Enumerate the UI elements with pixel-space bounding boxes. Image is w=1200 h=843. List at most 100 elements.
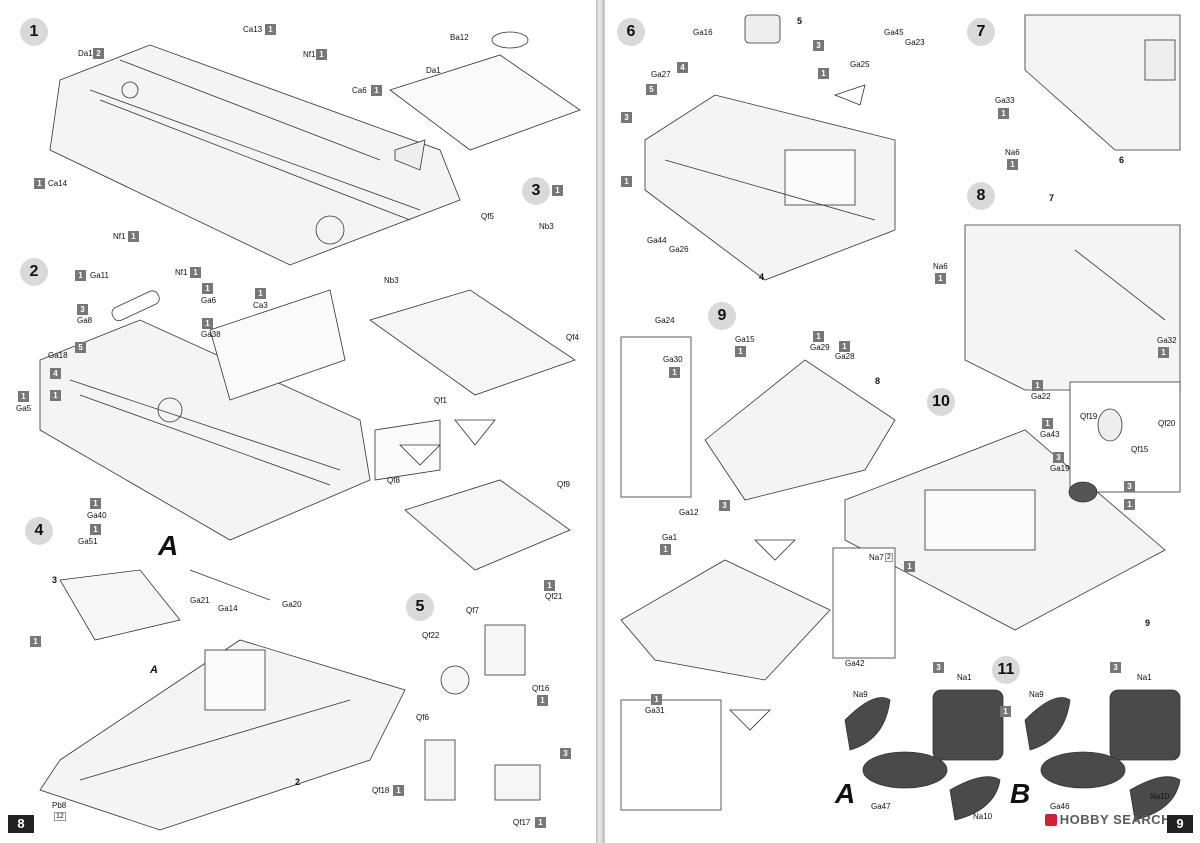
label-na9-b: Na9 xyxy=(1029,690,1044,699)
label-qf21: Qf21 xyxy=(545,592,563,601)
sprue-step11-mid: 1 xyxy=(1000,706,1011,717)
sprue-ga28: 1 xyxy=(839,341,850,352)
label-qf15: Qf15 xyxy=(1131,445,1149,454)
sprue-nf1-b: 1 xyxy=(128,231,139,242)
label-ga47: Ga47 xyxy=(871,802,891,811)
label-ca14: Ca14 xyxy=(48,179,68,188)
label-na7-sub: 2 xyxy=(885,553,893,562)
label-na6-a: Na6 xyxy=(1005,148,1020,157)
left-page-illustrations xyxy=(39,31,581,831)
label-qf4: Qf4 xyxy=(566,333,579,342)
sprue-step2-a: 4 xyxy=(50,368,61,379)
label-ga14: Ga14 xyxy=(218,604,238,613)
label-na9-a: Na9 xyxy=(853,690,868,699)
label-pb8-sub: 12 xyxy=(54,812,66,821)
sprue-ga33: 1 xyxy=(998,108,1009,119)
sprue-ga40: 1 xyxy=(90,498,101,509)
sprue-step6-e: 1 xyxy=(621,176,632,187)
label-na6-b: Na6 xyxy=(933,262,948,271)
sprue-ga11: 1 xyxy=(75,270,86,281)
seat-hinge-step5-drawing xyxy=(399,444,541,801)
label-ga31: Ga31 xyxy=(645,706,665,715)
seat-variant-a: A xyxy=(835,778,856,809)
label-da1-top: Da1 xyxy=(426,66,441,75)
label-na7: Na7 xyxy=(869,553,884,562)
label-ga25: Ga25 xyxy=(850,60,870,69)
page-number-left: 8 xyxy=(8,815,34,833)
sprue-ga51: 1 xyxy=(90,524,101,535)
label-ga51: Ga51 xyxy=(78,537,98,546)
hull-step4-drawing xyxy=(39,569,406,831)
sprue-ga6: 1 xyxy=(202,283,213,294)
detail-step8-drawing xyxy=(964,224,1181,391)
callout-5: 5 xyxy=(797,16,803,26)
detail-letter-a-small: A xyxy=(150,664,158,676)
label-ga46: Ga46 xyxy=(1050,802,1070,811)
sprue-ga32: 1 xyxy=(1158,347,1169,358)
step-number-2: 2 xyxy=(20,258,48,286)
label-ga1: Ga1 xyxy=(662,533,678,542)
label-na10-b: Na10 xyxy=(1150,792,1170,801)
callout-4: 4 xyxy=(759,272,765,282)
sprue-da1: 2 xyxy=(93,48,104,59)
sprue-step4-part: 1 xyxy=(30,636,41,647)
sprue-nf1-c: 1 xyxy=(190,267,201,278)
callout-7: 7 xyxy=(1049,193,1055,203)
instruction-page-right: 6 7 8 9 10 11 A B Ga16 4 Ga27 5 3 1 3 1 … xyxy=(604,0,1200,843)
sprue-ga19: 3 xyxy=(1053,452,1064,463)
sprue-ga12: 3 xyxy=(719,500,730,511)
callout-9: 9 xyxy=(1145,618,1151,628)
label-ga38: Ga38 xyxy=(201,330,221,339)
label-ga28: Ga28 xyxy=(835,352,855,361)
sprue-ga29: 1 xyxy=(813,331,824,342)
sprue-step5-part: 3 xyxy=(560,748,571,759)
sprue-ca13: 1 xyxy=(265,24,276,35)
label-nb3-b: Nb3 xyxy=(539,222,554,231)
callout-8: 8 xyxy=(875,376,881,386)
label-qf6: Qf6 xyxy=(416,713,429,722)
step-number-5: 5 xyxy=(406,593,434,621)
sprue-ga43: 1 xyxy=(1042,418,1053,429)
sprue-ca6: 1 xyxy=(371,85,382,96)
label-pb8: Pb8 xyxy=(52,801,67,810)
label-ga19: Ga19 xyxy=(1050,464,1070,473)
label-ga11: Ga11 xyxy=(90,271,109,280)
sprue-qf21: 1 xyxy=(544,580,555,591)
label-qf17: Qf17 xyxy=(513,818,531,827)
label-qf5: Qf5 xyxy=(481,212,494,221)
label-ga20: Ga20 xyxy=(282,600,302,609)
label-ba12: Ba12 xyxy=(450,33,469,42)
sprue-ga8: 3 xyxy=(77,304,88,315)
label-nf1-c: Nf1 xyxy=(175,268,188,277)
sprue-na1-b: 3 xyxy=(1110,662,1121,673)
sprue-ga1: 1 xyxy=(660,544,671,555)
label-ca13: Ca13 xyxy=(243,25,263,34)
detail-step7-drawing xyxy=(1024,14,1181,151)
label-qf7: Qf7 xyxy=(466,606,479,615)
step-number-7: 7 xyxy=(967,18,995,46)
label-nb3-a: Nb3 xyxy=(384,276,399,285)
hobby-search-logo-icon xyxy=(1044,814,1057,826)
sprue-qf18: 1 xyxy=(393,785,404,796)
sprue-ga22: 1 xyxy=(1032,380,1043,391)
sprue-nf1-a: 1 xyxy=(316,49,327,60)
step-number-6: 6 xyxy=(617,18,645,46)
sprue-ga31: 1 xyxy=(651,694,662,705)
seat-variant-b: B xyxy=(1010,778,1031,809)
label-ca3: Ca3 xyxy=(253,301,268,310)
label-ga23: Ga23 xyxy=(905,38,925,47)
sprue-step6-d: 3 xyxy=(621,112,632,123)
hull-step10-drawing xyxy=(832,381,1181,659)
step-number-4: 4 xyxy=(25,517,53,545)
sprue-ga18: 5 xyxy=(75,342,86,353)
label-ga44: Ga44 xyxy=(647,236,667,245)
sprue-step10-b: 1 xyxy=(1124,499,1135,510)
sprue-ga5: 1 xyxy=(18,391,29,402)
callout-3: 3 xyxy=(52,575,58,585)
label-qf9: Qf9 xyxy=(557,480,570,489)
sprue-ga30: 1 xyxy=(669,367,680,378)
label-qf16: Qf16 xyxy=(532,684,550,693)
watermark: HOBBY SEARCH xyxy=(1044,812,1171,827)
label-na1-a: Na1 xyxy=(957,673,972,682)
sprue-ga38: 1 xyxy=(202,318,213,329)
